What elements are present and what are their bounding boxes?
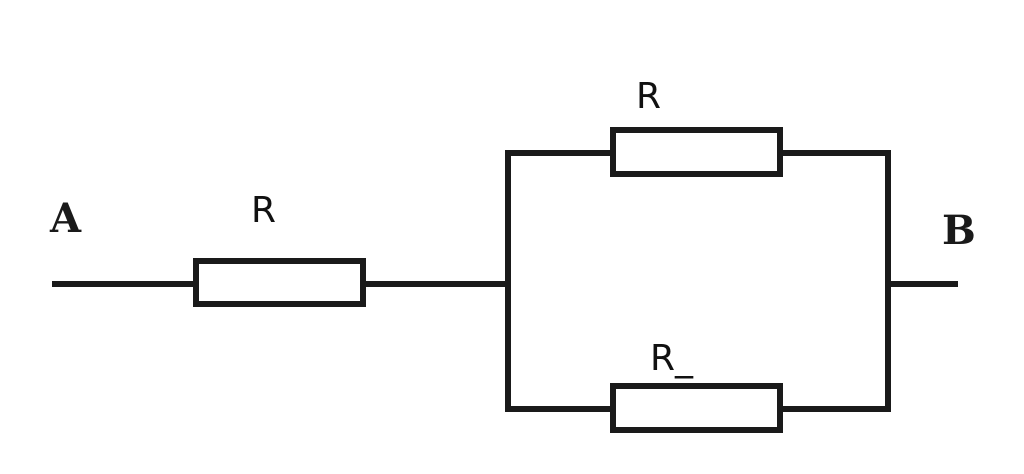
terminal-a-label: A [49, 195, 82, 242]
resistor-series-label: R [251, 190, 276, 231]
resistor-series [193, 258, 366, 307]
resistor-parallel-top-label: R [636, 76, 661, 117]
resistor-parallel-top [610, 127, 783, 177]
terminal-b-label: B [942, 207, 976, 254]
resistor-parallel-bottom [610, 383, 783, 433]
resistor-parallel-bottom-label: R_ [650, 338, 694, 379]
